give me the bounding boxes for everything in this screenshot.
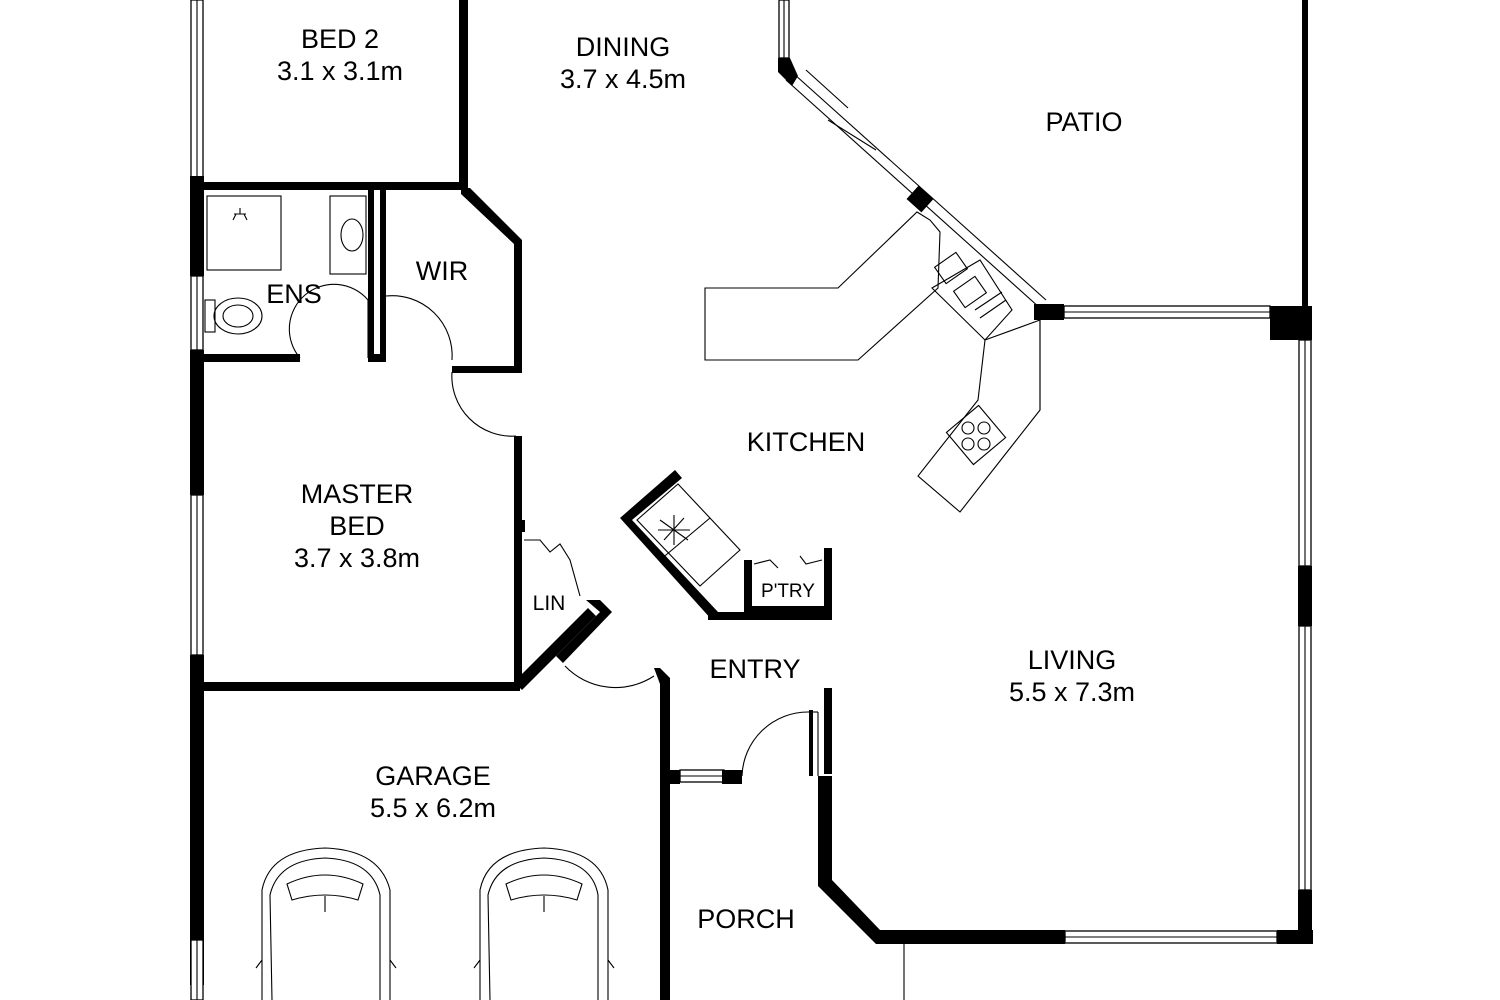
- bed2-size: 3.1 x 3.1m: [277, 56, 403, 86]
- patio-label: PATIO: [1045, 107, 1122, 137]
- sink-icon: [933, 251, 1007, 319]
- bed2-label: BED 2: [301, 24, 379, 54]
- dining-size: 3.7 x 4.5m: [560, 64, 686, 94]
- living-label: LIVING: [1028, 645, 1117, 675]
- living-size: 5.5 x 7.3m: [1009, 677, 1135, 707]
- cooktop-icon: [945, 404, 1007, 466]
- master-label-line2: BED: [329, 511, 385, 541]
- master-label-line1: MASTER: [301, 479, 414, 509]
- car-icon: [473, 847, 615, 1000]
- patio-sliding-door: [778, 0, 1047, 309]
- master-walls: [200, 436, 655, 691]
- garage-label: GARAGE: [375, 761, 491, 791]
- car-icon: [255, 847, 397, 1000]
- fridge-pantry-walls: [620, 470, 832, 620]
- fridge-icon: [636, 483, 741, 587]
- basin-icon: [329, 195, 367, 275]
- kitchen-island: [704, 211, 941, 361]
- ens-label: ENS: [266, 279, 322, 309]
- kitchen-label: KITCHEN: [747, 427, 866, 457]
- ensuite-walls: [200, 188, 522, 437]
- left-exterior-wall: [190, 0, 204, 1000]
- garage-size: 5.5 x 6.2m: [370, 793, 496, 823]
- wir-label: WIR: [416, 256, 468, 286]
- shower-icon: [206, 195, 282, 271]
- porch-label: PORCH: [697, 904, 795, 934]
- dining-label: DINING: [576, 32, 671, 62]
- pantry-door: [753, 555, 823, 569]
- living-walls: [818, 0, 1313, 944]
- bed2-walls: [200, 0, 468, 190]
- entry-walls: [654, 668, 832, 1000]
- entry-label: ENTRY: [709, 654, 800, 684]
- toilet-icon: [204, 297, 263, 335]
- pantry-label: P'TRY: [761, 581, 815, 602]
- master-size: 3.7 x 3.8m: [294, 543, 420, 573]
- lin-label: LIN: [533, 592, 566, 615]
